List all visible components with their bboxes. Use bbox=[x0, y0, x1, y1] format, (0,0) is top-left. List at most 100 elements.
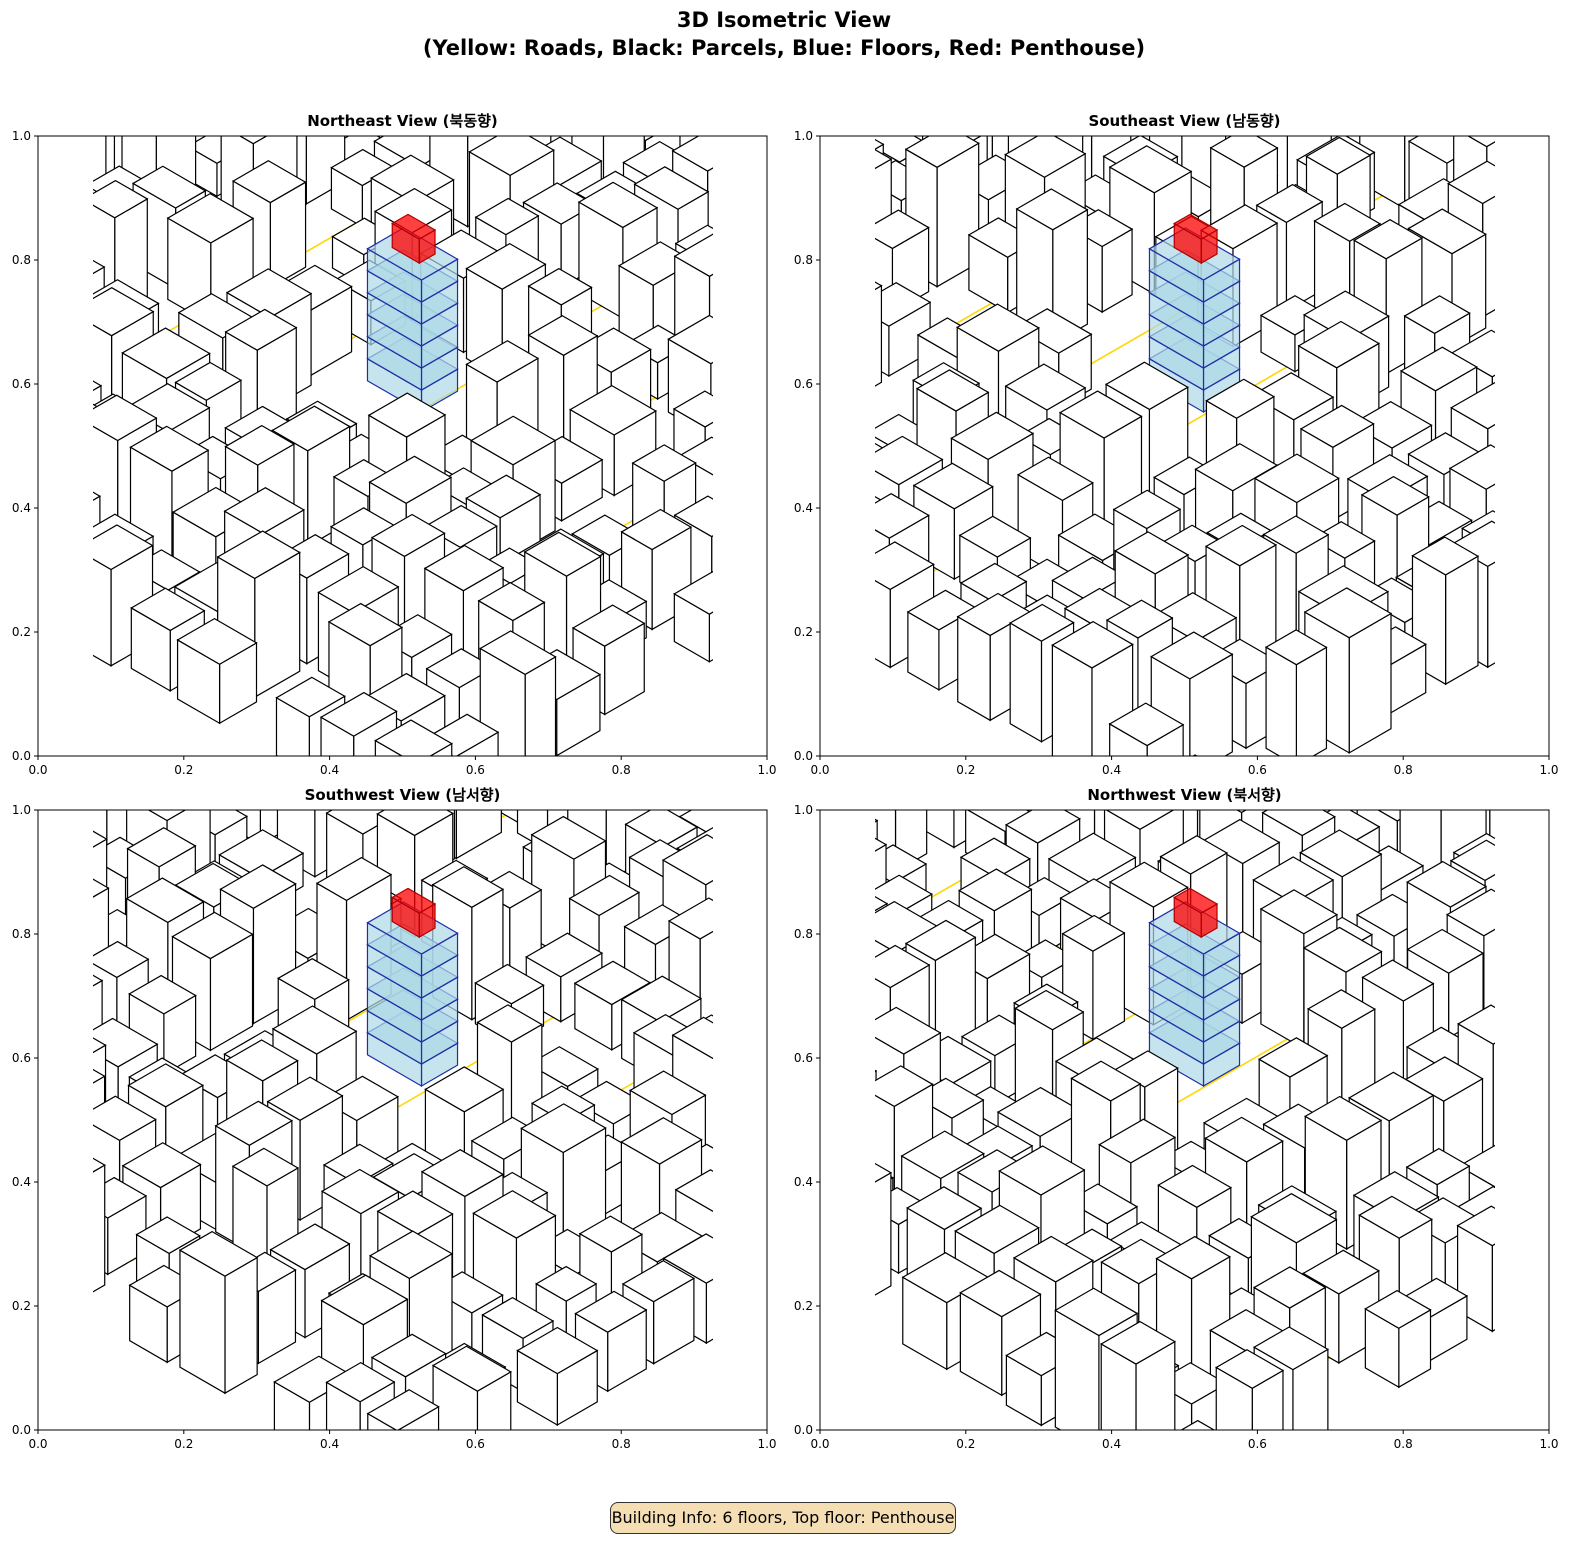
parcel-building bbox=[729, 148, 794, 229]
parcel-building-left-face bbox=[710, 149, 740, 285]
x-tick-label: 0.0 bbox=[810, 1437, 829, 1451]
parcel-building-top-face bbox=[1364, 1289, 1432, 1329]
parcel-building-left-face bbox=[810, 501, 848, 577]
parcel-building-top-face bbox=[585, 0, 649, 34]
parcel-building-right-face bbox=[1193, 1440, 1231, 1505]
parcel-building-top-face bbox=[777, 269, 847, 309]
y-tick-label: 0.8 bbox=[12, 927, 31, 941]
parcel-building-top-face bbox=[720, 1110, 789, 1150]
parcel-building-top-face bbox=[773, 510, 850, 554]
parcel-building bbox=[295, 136, 350, 152]
parcel-building-top-face bbox=[1557, 1053, 1590, 1091]
y-tick-label: 0.0 bbox=[794, 749, 813, 763]
parcel-building-top-face bbox=[714, 1134, 792, 1179]
parcel-building-left-face bbox=[1009, 621, 1043, 743]
parcel-building bbox=[0, 945, 12, 1084]
parcel-building bbox=[1549, 458, 1590, 555]
parcel-building-right-face bbox=[758, 1004, 794, 1142]
parcel-building-top-face bbox=[1457, 1144, 1495, 1188]
parcel-building-top-face bbox=[1555, 945, 1590, 988]
parcel-building-top-face bbox=[129, 425, 210, 472]
parcel-building-top-face bbox=[875, 138, 885, 150]
parcel-building-left-face bbox=[813, 966, 848, 1081]
parcel-building-right-face bbox=[710, 361, 713, 438]
parcel-building-right-face bbox=[318, 11, 351, 88]
parcel-building-top-face bbox=[714, 380, 792, 425]
parcel-building bbox=[607, 810, 645, 822]
parcel-building-left-face bbox=[1502, 271, 1541, 403]
parcel-building bbox=[714, 185, 783, 344]
parcel-building-top-face bbox=[527, 315, 599, 356]
parcel-building-left-face bbox=[27, 501, 59, 575]
parcel-building bbox=[1100, 1320, 1177, 1430]
parcel-building bbox=[714, 1042, 789, 1192]
parcel-building-left-face bbox=[416, 2, 453, 121]
parcel-building bbox=[93, 1176, 148, 1276]
parcel-building-top-face bbox=[1112, 489, 1182, 530]
parcel-building-top-face bbox=[315, 856, 393, 902]
parcel-building-top-face bbox=[966, 810, 1036, 833]
parcel-building bbox=[1557, 1053, 1590, 1159]
parcel-building-top-face bbox=[757, 1066, 836, 1112]
parcel-building-left-face bbox=[1509, 274, 1542, 343]
parcel-building-top-face bbox=[469, 415, 557, 466]
parcel-building-top-face bbox=[93, 838, 107, 854]
parcel-building-right-face bbox=[1537, 421, 1570, 514]
parcel-building-top-face bbox=[126, 827, 197, 868]
parcel-building-top-face bbox=[219, 864, 297, 909]
parcel-building bbox=[1108, 702, 1185, 756]
parcel-building-top-face bbox=[1509, 255, 1575, 293]
parcel-building-right-face bbox=[1504, 1171, 1540, 1225]
parcel-building-top-face bbox=[1056, 54, 1131, 97]
parcel-building-right-face bbox=[740, 144, 779, 286]
parcel-building-top-face bbox=[1105, 599, 1174, 639]
parcel-building-top-face bbox=[769, 847, 847, 892]
parcel-building bbox=[1553, 900, 1590, 997]
parcel-building bbox=[777, 269, 847, 374]
x-tick-label: 0.4 bbox=[1102, 763, 1121, 777]
axes-frame bbox=[37, 135, 768, 757]
parcel-building bbox=[1215, 44, 1288, 117]
parcel-building-top-face bbox=[93, 1157, 106, 1173]
parcel-building-right-face bbox=[1195, 0, 1225, 81]
parcel-building-top-face bbox=[1557, 405, 1590, 445]
parcel-building bbox=[1491, 966, 1495, 1005]
parcel-building-right-face bbox=[797, 1089, 836, 1224]
parcel-building-top-face bbox=[277, 957, 350, 1001]
parcel-building-left-face bbox=[812, 1176, 854, 1253]
penthouse bbox=[391, 213, 437, 265]
parcel-building-right-face bbox=[747, 1016, 788, 1079]
parcel-building bbox=[761, 412, 839, 550]
parcel-building-top-face bbox=[1059, 0, 1132, 19]
parcel-building bbox=[875, 138, 885, 217]
parcel-building-top-face bbox=[568, 874, 641, 917]
parcel-building-top-face bbox=[37, 73, 106, 113]
parcel-building bbox=[0, 1181, 56, 1275]
parcel-building-top-face bbox=[729, 148, 794, 185]
parcel-building-right-face bbox=[1491, 1058, 1495, 1116]
parcel-building-left-face bbox=[0, 1024, 19, 1158]
parcel-building-top-face bbox=[673, 233, 713, 278]
parcel-building-top-face bbox=[1450, 381, 1495, 430]
parcel-building bbox=[431, 1345, 512, 1430]
x-tick-label: 0.8 bbox=[612, 1437, 631, 1451]
parcel-building-top-face bbox=[329, 507, 397, 546]
parcel-building bbox=[716, 810, 791, 963]
parcel-building-right-face bbox=[794, 354, 838, 496]
parcel-building-top-face bbox=[715, 404, 785, 444]
y-tick-label: 0.0 bbox=[12, 749, 31, 763]
parcel-building-top-face bbox=[1305, 0, 1384, 32]
parcel-building-left-face bbox=[0, 355, 15, 494]
parcel-building-top-face bbox=[716, 292, 791, 335]
parcel-building-left-face bbox=[808, 1074, 840, 1191]
parcel-building-top-face bbox=[121, 1142, 202, 1189]
y-tick-label: 0.8 bbox=[794, 253, 813, 267]
parcel-building-right-face bbox=[1497, 859, 1530, 936]
parcel-building-top-face bbox=[1004, 84, 1085, 131]
parcel-building-top-face bbox=[176, 617, 258, 665]
parcel-building bbox=[714, 1134, 792, 1252]
parcel-building bbox=[1554, 318, 1590, 438]
parcel-building-left-face bbox=[1549, 483, 1590, 555]
parcel-building-top-face bbox=[906, 1186, 983, 1231]
parcel-building-right-face bbox=[804, 867, 847, 936]
